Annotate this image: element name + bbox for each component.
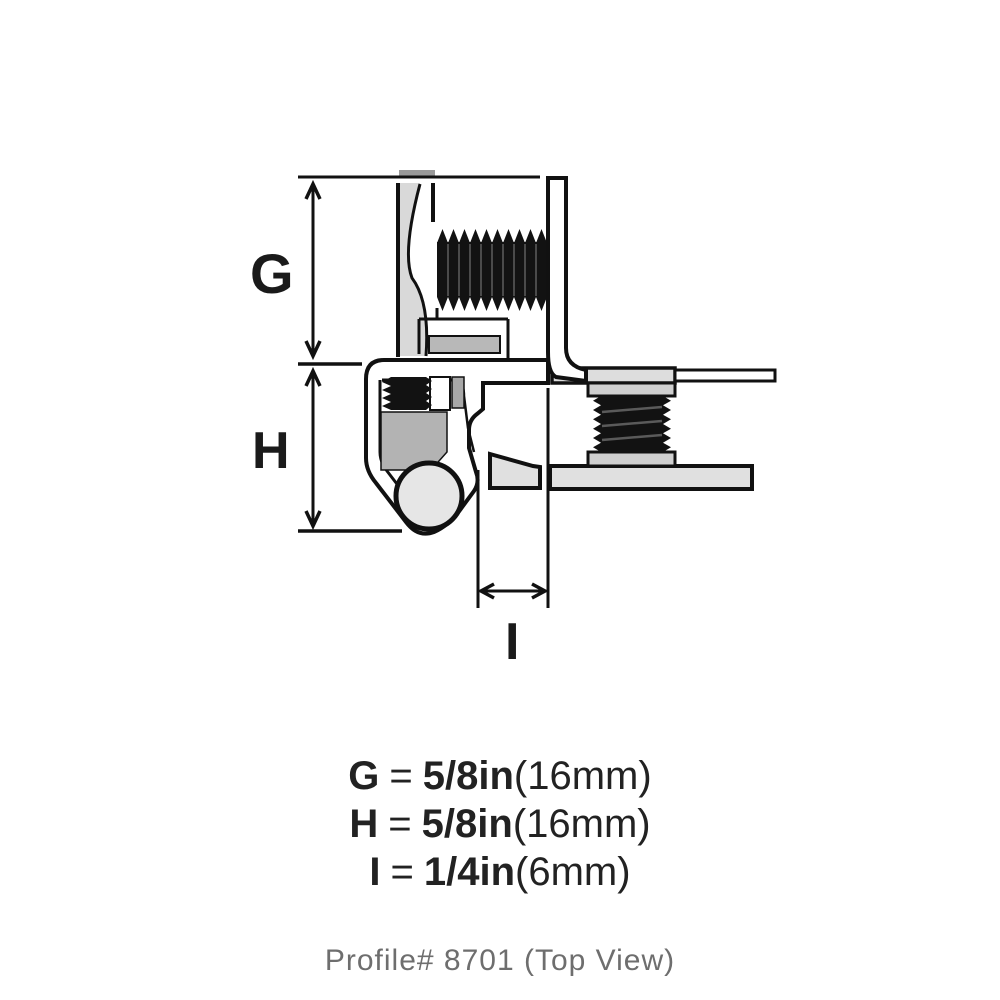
legend-inches: 5/8in xyxy=(421,802,513,846)
legend-metric: (6mm) xyxy=(515,850,631,894)
legend-inches: 1/4in xyxy=(423,850,516,894)
door-screw-thread xyxy=(382,377,432,410)
wall-contour-line xyxy=(406,183,429,357)
legend-equals: = xyxy=(389,754,413,798)
door-hinge-profile xyxy=(364,358,550,536)
legend-equals: = xyxy=(388,802,412,846)
frame-top-plate-extension xyxy=(673,368,777,383)
vertical-screw-thread xyxy=(593,396,671,452)
dimension-row-i: I=1/4in(6mm) xyxy=(0,848,1000,896)
arrow-left-icon xyxy=(477,582,495,600)
frame-assembly xyxy=(488,366,777,491)
gray-insert-block xyxy=(380,411,448,471)
arrow-down-icon xyxy=(304,340,322,361)
legend-inches: 5/8in xyxy=(422,754,514,798)
upper-assembly xyxy=(396,170,588,384)
screw-upper-flange xyxy=(586,381,677,398)
upper-right-plate xyxy=(546,176,588,384)
legend-metric: (16mm) xyxy=(512,802,651,846)
arrow-up-icon xyxy=(304,179,322,200)
frame-bottom-plate xyxy=(548,464,754,491)
legend-metric: (16mm) xyxy=(513,754,652,798)
step-gray-bar xyxy=(428,335,501,354)
screw-lower-flange xyxy=(586,450,677,468)
legend-label: G xyxy=(348,754,380,798)
dim-label-i: I xyxy=(505,613,519,671)
step-below-thread xyxy=(417,308,510,359)
top-gray-bar xyxy=(399,170,435,176)
legend-label: H xyxy=(349,802,379,846)
arrow-down-icon xyxy=(304,510,322,531)
nut-block xyxy=(429,376,451,411)
dim-label-h: H xyxy=(252,422,290,480)
arrow-up-icon xyxy=(304,366,322,387)
dimension-legend: G=5/8in(16mm) H=5/8in(16mm) I=1/4in(6mm) xyxy=(0,752,1000,896)
frame-bottom-wedge xyxy=(488,451,542,490)
profile-caption: Profile# 8701 (Top View) xyxy=(324,944,676,977)
gray-strip xyxy=(451,376,465,409)
horizontal-screw-thread xyxy=(437,229,547,311)
legend-equals: = xyxy=(390,850,414,894)
dimension-row-g: G=5/8in(16mm) xyxy=(0,752,1000,800)
dimension-graphics xyxy=(298,175,550,608)
dim-label-g: G xyxy=(250,242,294,305)
legend-label: I xyxy=(369,850,381,894)
dimension-row-h: H=5/8in(16mm) xyxy=(0,800,1000,848)
hinge-pin-roller xyxy=(393,460,465,532)
upper-left-wall-inner xyxy=(408,183,433,356)
arrow-right-icon xyxy=(531,582,549,600)
hinge-profile-diagram: G H I xyxy=(250,170,777,671)
